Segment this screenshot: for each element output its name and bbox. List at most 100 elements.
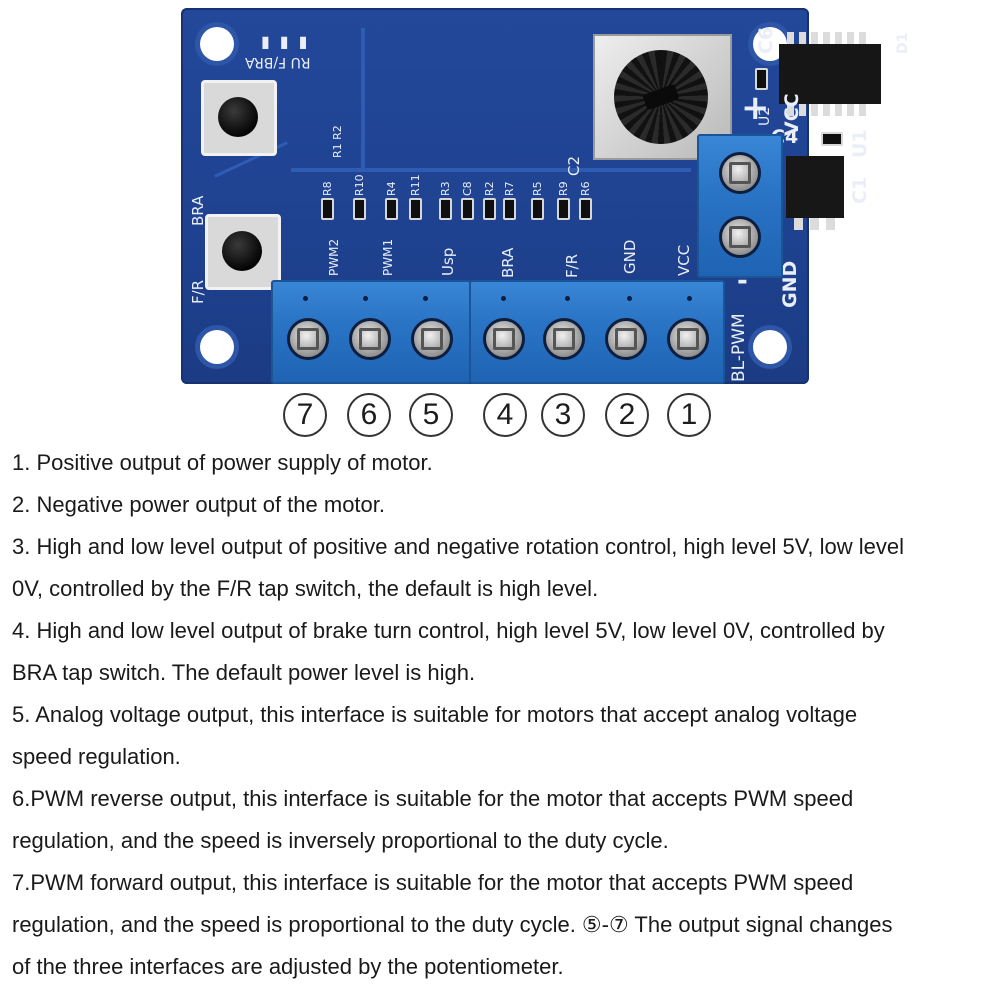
pin-label-bra: BRA [499, 247, 517, 278]
ic-pin [811, 104, 818, 116]
resistor [503, 198, 516, 220]
resistor [321, 198, 334, 220]
terminal-number-1: 1 [667, 393, 711, 437]
pin-label-vcc: VCC [675, 244, 693, 276]
ic-pin [835, 104, 842, 116]
screw-6[interactable] [349, 318, 391, 360]
ic-pin [787, 32, 794, 44]
pin-label-pwm2: PWM2 [327, 238, 341, 276]
pin-label-gnd: GND [621, 239, 639, 274]
terminal-dot [303, 296, 308, 301]
pin-label-usp: Usp [439, 247, 457, 276]
potentiometer[interactable] [593, 34, 732, 160]
label-minus: - [737, 266, 748, 296]
screw-vcc[interactable] [719, 152, 761, 194]
description-line: 4. High and low level output of brake tu… [12, 618, 885, 643]
terminal-number-2: 2 [605, 393, 649, 437]
screw-2[interactable] [605, 318, 647, 360]
pad-marks: ▮▮▮ [261, 32, 318, 51]
mounting-hole-bottom-right [753, 330, 787, 364]
pin-label-fr: F/R [563, 253, 581, 278]
capacitor [821, 132, 843, 146]
label-r4: R4 [385, 181, 398, 196]
ic-pin [811, 32, 818, 44]
label-vcc-plus: + [741, 88, 770, 128]
ic-pin [799, 32, 806, 44]
ic-pin [823, 104, 830, 116]
screw-1[interactable] [667, 318, 709, 360]
resistor [385, 198, 398, 220]
ic-pin [823, 32, 830, 44]
resistor [461, 198, 474, 220]
label-c1: C1 [849, 176, 871, 204]
screw-gnd[interactable] [719, 216, 761, 258]
label-r5: R5 [531, 181, 544, 196]
label-d1: D1 [895, 32, 911, 54]
terminal-number-6: 6 [347, 393, 391, 437]
terminal-number-3: 3 [541, 393, 585, 437]
label-r8: R8 [321, 181, 334, 196]
terminal-dot [687, 296, 692, 301]
description-line: speed regulation. [12, 744, 181, 769]
resistor [557, 198, 570, 220]
ic-pin [847, 104, 854, 116]
ic-pin [847, 32, 854, 44]
label-r10: R10 [353, 174, 366, 196]
voltage-regulator [786, 156, 844, 230]
terminal-dot [363, 296, 368, 301]
description-line: BRA tap switch. The default power level … [12, 660, 476, 685]
label-bl-pwm: BL-PWM [729, 313, 749, 382]
ic-chip [779, 32, 881, 116]
description-line: 6.PWM reverse output, this interface is … [12, 786, 854, 811]
terminal-number-4: 4 [483, 393, 527, 437]
resistor [439, 198, 452, 220]
output-terminal-left [271, 280, 471, 384]
label-c2: C2 [565, 155, 583, 176]
potentiometer-knob[interactable] [614, 50, 708, 144]
label-vcc: VCC [781, 93, 803, 136]
resistor [483, 198, 496, 220]
ic-pin [787, 104, 794, 116]
label-r6: R6 [579, 181, 592, 196]
label-c6: C6 [755, 26, 777, 54]
reg-pin [826, 218, 835, 230]
description-line: regulation, and the speed is inversely p… [12, 828, 669, 853]
switch-cap [218, 97, 258, 137]
label-bra: BRA [189, 195, 207, 226]
label-c8: C8 [461, 181, 474, 196]
reg-pin [794, 218, 803, 230]
description-line: regulation, and the speed is proportiona… [12, 912, 893, 937]
label-r7: R7 [503, 181, 516, 196]
reg-pin [810, 218, 819, 230]
ic-pin [835, 32, 842, 44]
ic-pin [799, 104, 806, 116]
label-r1-r2: R1 R2 [331, 125, 344, 158]
mounting-hole-top-left [200, 27, 234, 61]
screw-3[interactable] [543, 318, 585, 360]
screw-4[interactable] [483, 318, 525, 360]
trace [361, 28, 365, 168]
bra-tap-switch[interactable] [201, 80, 277, 156]
capacitor [755, 68, 768, 90]
resistor [409, 198, 422, 220]
label-u1: U1 [849, 129, 871, 158]
fr-tap-switch[interactable] [205, 214, 281, 290]
power-input-terminal [697, 134, 783, 278]
ic-pin [859, 104, 866, 116]
trace [291, 168, 691, 172]
terminal-dot [423, 296, 428, 301]
screw-7[interactable] [287, 318, 329, 360]
mounting-hole-bottom-left [200, 330, 234, 364]
label-ru-fbra: RU F/BRA [245, 54, 311, 70]
terminal-number-7: 7 [283, 393, 327, 437]
terminal-dot [565, 296, 570, 301]
terminal-number-5: 5 [409, 393, 453, 437]
circuit-board: ▮▮▮ RU F/BRA BRA F/R R1 R2 R8 R10 R4 R11… [181, 8, 911, 384]
label-r3: R3 [439, 181, 452, 196]
description-line: 7.PWM forward output, this interface is … [12, 870, 854, 895]
description-line: 5. Analog voltage output, this interface… [12, 702, 858, 727]
description-line: 2. Negative power output of the motor. [12, 492, 386, 517]
pin-label-pwm1: PWM1 [381, 238, 395, 276]
knob-slot [642, 83, 680, 111]
screw-5[interactable] [411, 318, 453, 360]
